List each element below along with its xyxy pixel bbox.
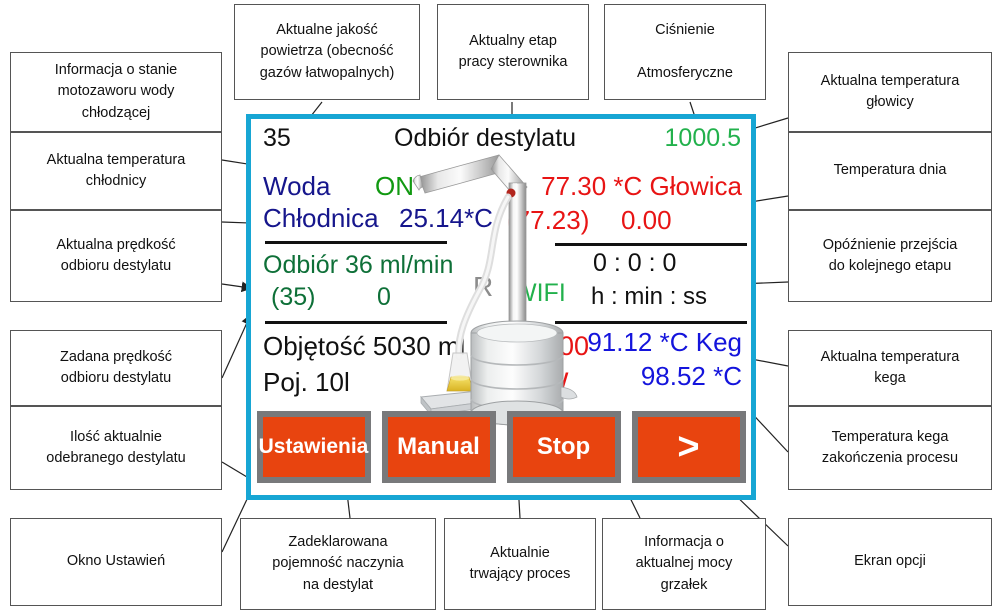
callout-water-valve: Informacja o stanie motozaworu wody chło… — [10, 52, 222, 132]
line: motozaworu wody — [57, 83, 175, 100]
line: Ekran opcji — [854, 553, 926, 570]
line: powietrza (obecność — [260, 43, 394, 60]
callout-pressure: Ciśnienie Atmosferyczne — [604, 4, 766, 100]
atmospheric-pressure-value: 1000.5 — [664, 124, 741, 152]
manual-button-label: Manual — [387, 417, 490, 477]
callout-day-temp: Temperatura dnia — [788, 132, 992, 210]
line: Zadana prędkość — [59, 348, 173, 365]
callout-process: Aktualnie trwający proces — [444, 518, 596, 610]
manual-button[interactable]: Manual — [381, 411, 496, 483]
takeoff-set-rate: (35) — [271, 283, 316, 311]
line: głowicy — [866, 94, 914, 110]
line: Informacja o — [644, 534, 724, 551]
callout-stage: Aktualny etap pracy sterownika — [437, 4, 589, 100]
next-button-label: > — [637, 417, 740, 477]
line: kega — [874, 370, 906, 386]
line: Aktualna temperatura — [820, 72, 960, 89]
divider-right-1 — [555, 243, 747, 246]
line: Aktualna temperatura — [46, 151, 186, 168]
callout-delay: Opóźnienie przejścia do kolejnego etapu — [788, 210, 992, 302]
divider-left-2 — [265, 321, 447, 324]
divider-left-1 — [265, 241, 447, 244]
stop-button[interactable]: Stop — [506, 411, 621, 483]
line: grzałek — [660, 576, 708, 593]
line: odbioru destylatu — [60, 258, 172, 274]
line: odebranego destylatu — [46, 450, 186, 466]
line: Temperatura kega — [831, 428, 949, 445]
cooler-temp-value: 25.14*C — [399, 203, 493, 233]
callout-collected: Ilość aktualnie odebranego destylatu — [10, 406, 222, 490]
stage-title: Odbiór destylatu — [394, 124, 577, 152]
screen-surface: 35 Odbiór destylatu 1000.5 Woda ON Chłod… — [251, 119, 751, 495]
line: Atmosferyczne — [637, 64, 733, 81]
callout-capacity: Zadeklarowana pojemność naczynia na dest… — [240, 518, 436, 610]
line: Ciśnienie — [655, 21, 715, 38]
callout-options: Ekran opcji — [788, 518, 992, 606]
controller-screen[interactable]: 35 Odbiór destylatu 1000.5 Woda ON Chłod… — [246, 114, 756, 500]
callout-cooler-temp: Aktualna temperatura chłodnicy — [10, 132, 222, 210]
cooler-label: Chłodnica — [263, 203, 379, 233]
callout-head-temp: Aktualna temperatura głowicy — [788, 52, 992, 132]
line: aktualnej mocy — [635, 555, 733, 572]
keg-end-temp-value: 98.52 *C — [640, 361, 742, 391]
line: Okno Ustawień — [66, 553, 166, 570]
vessel-capacity-value: Poj. 10l — [263, 367, 350, 397]
line: Aktualny etap — [469, 32, 557, 49]
callout-keg-temp: Aktualna temperatura kega — [788, 330, 992, 406]
stop-button-label: Stop — [512, 417, 615, 477]
line: Ilość aktualnie — [70, 428, 162, 445]
line: na destylat — [302, 576, 374, 593]
settings-button[interactable]: Ustawienia — [256, 411, 371, 483]
line: Aktualna temperatura — [820, 348, 960, 365]
button-slot: Stop — [501, 409, 626, 495]
button-slot: Ustawienia — [251, 409, 376, 495]
line: Aktualnie — [490, 544, 550, 561]
line: pracy sterownika — [458, 54, 568, 70]
callout-settings-window: Okno Ustawień — [10, 518, 222, 606]
collected-volume-value: Objętość 5030 ml — [263, 331, 466, 361]
takeoff-rate-label: Odbiór 36 ml/min — [263, 251, 454, 279]
line: chłodzącej — [81, 104, 151, 121]
button-bar: Ustawienia Manual Stop > — [251, 409, 751, 495]
line: Aktualna prędkość — [56, 236, 176, 253]
water-label: Woda — [263, 171, 331, 201]
callout-heater-power: Informacja o aktualnej mocy grzałek — [602, 518, 766, 610]
line: gazów łatwopalnych) — [259, 64, 395, 81]
line: trwający proces — [469, 566, 571, 582]
line: do kolejnego etapu — [828, 258, 952, 274]
line: Zadeklarowana — [288, 534, 388, 551]
callout-set-rate: Zadana prędkość odbioru destylatu — [10, 330, 222, 406]
line: Temperatura dnia — [833, 162, 947, 179]
air-quality-value: 35 — [263, 124, 291, 152]
callout-air-quality-text: Aktualne jakość powietrza (obecność gazó… — [234, 4, 420, 100]
next-button[interactable]: > — [631, 411, 746, 483]
delay-timer-value: 0 : 0 : 0 — [593, 249, 677, 277]
settings-button-label: Ustawienia — [259, 417, 368, 477]
button-slot: > — [626, 409, 751, 495]
callout-takeoff-rate: Aktualna prędkość odbioru destylatu — [10, 210, 222, 302]
line: Opóźnienie przejścia — [822, 236, 958, 253]
line: odbioru destylatu — [60, 370, 172, 386]
takeoff-current-value: 0 — [377, 283, 391, 311]
line: pojemność naczynia — [272, 555, 404, 572]
line: chłodnicy — [85, 173, 147, 189]
button-slot: Manual — [376, 409, 501, 495]
line: Aktualne jakość — [276, 22, 378, 39]
divider-right-2 — [555, 321, 747, 324]
callout-keg-end: Temperatura kega zakończenia procesu — [788, 406, 992, 490]
line: Informacja o stanie — [54, 62, 178, 79]
line: zakończenia procesu — [821, 450, 959, 466]
